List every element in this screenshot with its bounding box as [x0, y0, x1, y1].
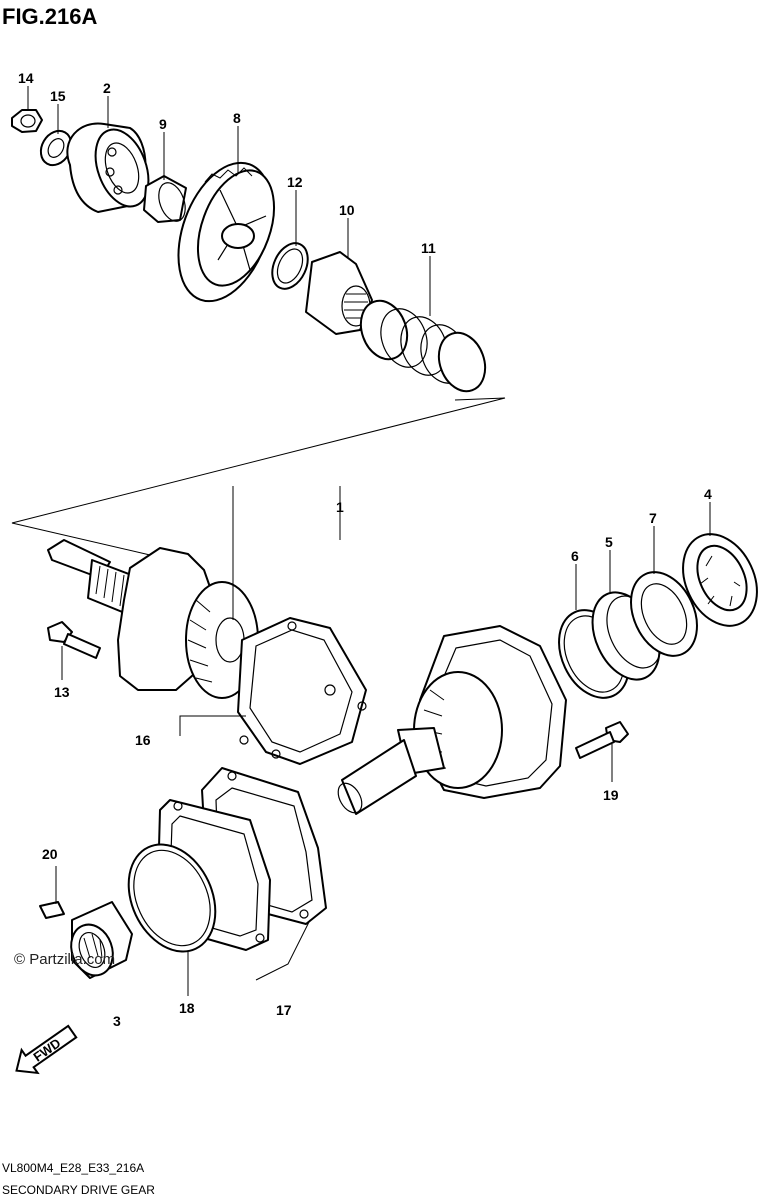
part-2-bearing[interactable] — [66, 122, 158, 214]
callout-2: 2 — [103, 80, 111, 96]
model-code-caption: VL800M4_E28_E33_216A — [2, 1161, 144, 1175]
callout-16: 16 — [135, 732, 151, 748]
callout-14: 14 — [18, 70, 34, 86]
part-19-bolt[interactable] — [575, 721, 629, 759]
callout-3: 3 — [113, 1013, 121, 1029]
figure-title: FIG.216A — [2, 4, 97, 29]
callout-9: 9 — [159, 116, 167, 132]
figure-name-caption: SECONDARY DRIVE GEAR — [2, 1183, 155, 1197]
assembly-reference-line — [11, 397, 506, 556]
callout-8: 8 — [233, 110, 241, 126]
part-7-bearing[interactable] — [618, 561, 710, 666]
callout-11: 11 — [421, 240, 436, 256]
callout-12: 12 — [287, 174, 303, 190]
callout-17: 17 — [276, 1002, 292, 1018]
callout-18: 18 — [179, 1000, 195, 1016]
callout-6: 6 — [571, 548, 579, 564]
callout-10: 10 — [339, 202, 355, 218]
callout-leaders — [27, 86, 711, 996]
callout-1: 1 — [336, 499, 344, 515]
part-12-circlip[interactable] — [265, 237, 314, 294]
part-16-gasket[interactable] — [237, 617, 367, 765]
watermark-text: © Partzilla.com — [14, 951, 115, 968]
part-13-bolt[interactable] — [47, 621, 101, 659]
callout-15: 15 — [50, 88, 66, 104]
callout-19: 19 — [603, 787, 619, 803]
callout-7: 7 — [649, 510, 657, 526]
forward-arrow-icon: FWD — [15, 1024, 78, 1075]
part-8-drive-gear[interactable] — [161, 150, 289, 314]
part-14-nut[interactable] — [11, 109, 43, 133]
part-4-lock-nut[interactable] — [669, 522, 762, 638]
part-3-needle-bearing[interactable] — [64, 901, 133, 981]
part-15-washer[interactable] — [35, 125, 77, 170]
callout-20: 20 — [42, 846, 58, 862]
part-18-o-ring[interactable] — [112, 830, 232, 965]
callout-4: 4 — [704, 486, 712, 502]
part-1-drive-bevel-gear-shaft[interactable] — [47, 539, 259, 699]
callout-5: 5 — [605, 534, 613, 550]
callout-13: 13 — [54, 684, 70, 700]
part-11-spring[interactable] — [353, 294, 493, 397]
callout-labels: 14 15 2 9 8 12 10 11 1 4 7 5 6 13 16 19 … — [18, 70, 712, 1029]
part-20-dowel-pin[interactable] — [39, 901, 65, 919]
part-9-collar[interactable] — [143, 175, 190, 225]
part-1-gear-case[interactable] — [333, 625, 567, 817]
